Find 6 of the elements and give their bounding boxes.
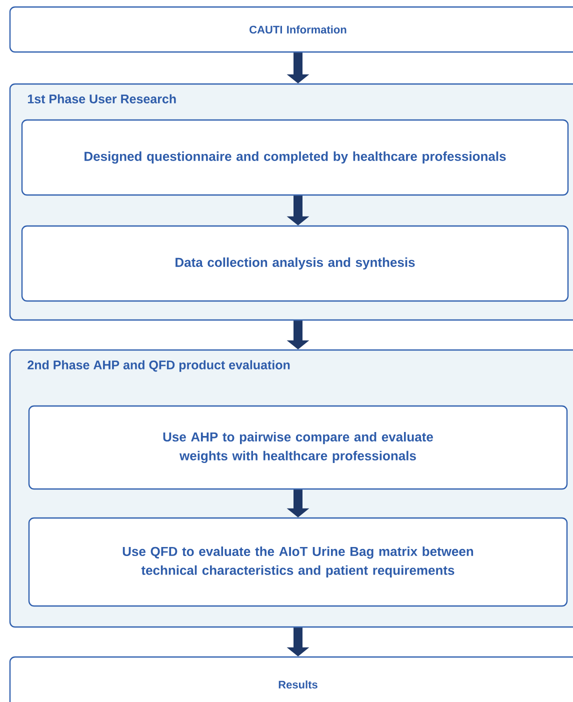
process-box: Data collection analysis and synthesis bbox=[21, 225, 569, 302]
process-box: Use AHP to pairwise compare and evaluate weights with healthcare professionals bbox=[28, 405, 568, 490]
process-box: Designed questionnaire and completed by healthcare professionals bbox=[21, 119, 569, 196]
process-box: Results bbox=[9, 656, 573, 702]
process-box: CAUTI Information bbox=[9, 6, 573, 53]
process-box: Use QFD to evaluate the AIoT Urine Bag matrix between technical characteristics and patient requirements bbox=[28, 517, 568, 607]
